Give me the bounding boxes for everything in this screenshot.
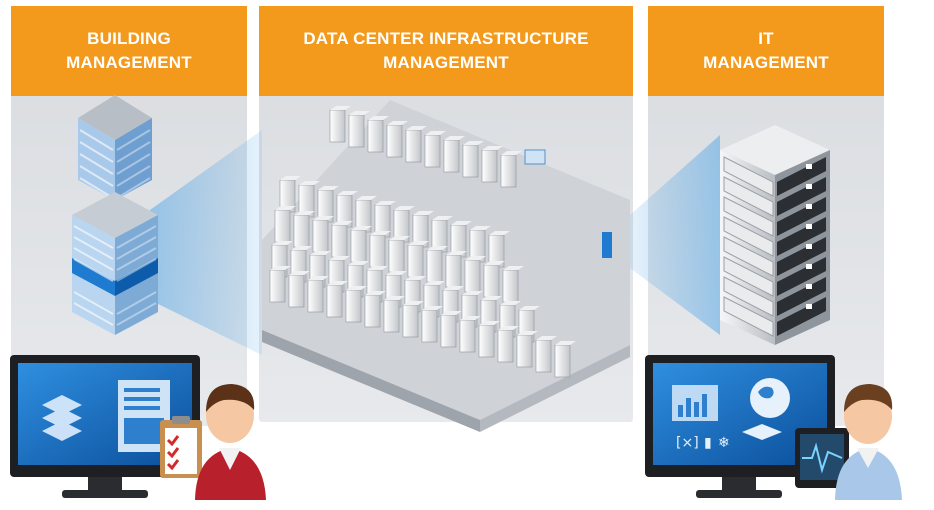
dcim-header-line1: DATA CENTER INFRASTRUCTURE	[303, 29, 589, 48]
clipboard-icon	[160, 416, 202, 478]
it-header-line1: IT	[758, 29, 774, 48]
it-header-line2: MANAGEMENT	[703, 53, 829, 72]
dcim-header-line2: MANAGEMENT	[383, 53, 509, 72]
building-header-line1: BUILDING	[87, 29, 171, 48]
svg-text:[×]: [×]	[676, 435, 699, 451]
dcim-header: DATA CENTER INFRASTRUCTURE MANAGEMENT	[259, 6, 633, 96]
building-header-line2: MANAGEMENT	[66, 53, 192, 72]
svg-text:▮: ▮	[704, 435, 712, 451]
svg-text:❄: ❄	[718, 435, 730, 451]
data-center-floor-icon	[262, 100, 630, 432]
it-monitor-icon: [×] ▮ ❄	[645, 355, 835, 498]
building-management-header: BUILDING MANAGEMENT	[11, 6, 247, 96]
manager-person-icon	[195, 384, 266, 500]
it-management-header: IT MANAGEMENT	[648, 6, 884, 96]
it-person-icon	[835, 384, 902, 500]
it-beam	[630, 135, 720, 335]
building-beam	[150, 130, 262, 355]
tablet-heartbeat-icon	[795, 428, 849, 488]
building-icon	[72, 95, 158, 335]
server-rack-icon	[720, 125, 830, 345]
